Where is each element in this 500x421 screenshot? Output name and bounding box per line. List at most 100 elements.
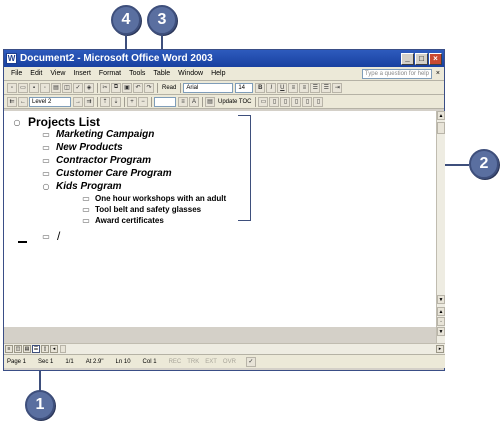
underline-button[interactable]: U (277, 82, 288, 93)
document-area[interactable]: ○ Projects List ▭ Marketing Campaign ▭ N… (4, 111, 436, 327)
maximize-icon[interactable]: □ (415, 52, 428, 65)
italic-button[interactable]: I (266, 82, 277, 93)
outline-item[interactable]: ○ Projects List (12, 115, 101, 129)
outline-item[interactable]: ○ Kids Program (41, 181, 122, 192)
read-button[interactable]: Read (162, 84, 177, 91)
bullets-icon[interactable]: ☰ (321, 82, 332, 93)
outline-collapse-symbol[interactable]: ▭ (82, 205, 90, 214)
scroll-right-icon[interactable]: ▸ (436, 345, 444, 353)
outline-expand-symbol[interactable]: ○ (13, 117, 21, 127)
previous-page-icon[interactable]: ▲ (437, 307, 445, 316)
scroll-down-icon[interactable]: ▼ (437, 295, 445, 304)
minimize-icon[interactable]: _ (401, 52, 414, 65)
align-center-icon[interactable]: ≡ (299, 82, 310, 93)
help-search-input[interactable]: Type a question for help (361, 68, 432, 79)
promote-icon[interactable]: ← (18, 96, 28, 107)
scroll-left-icon[interactable]: ◂ (50, 345, 58, 353)
open-icon[interactable]: ▭ (18, 82, 28, 93)
outline-collapse-symbol[interactable]: ▭ (42, 143, 50, 152)
move-up-icon[interactable]: ⇡ (100, 96, 110, 107)
undo-icon[interactable]: ↶ (133, 82, 143, 93)
save-icon[interactable]: ▪ (29, 82, 39, 93)
show-level-select[interactable] (154, 96, 176, 107)
permission-icon[interactable]: ◦ (40, 82, 50, 93)
status-ovr[interactable]: OVR (222, 358, 236, 365)
outline-collapse-symbol[interactable]: ▭ (82, 194, 90, 203)
show-formatting-icon[interactable]: A (189, 96, 199, 107)
print-layout-view-icon[interactable]: ▤ (23, 345, 31, 353)
menu-format[interactable]: Format (98, 70, 122, 77)
reading-layout-view-icon[interactable]: ▯ (41, 345, 49, 353)
demote-to-body-text-icon[interactable]: ⇉ (84, 96, 94, 107)
outline-item[interactable]: ▭ Marketing Campaign (41, 129, 154, 140)
promote-to-heading1-icon[interactable]: ⇇ (7, 96, 17, 107)
menu-tools[interactable]: Tools (129, 70, 146, 77)
status-ext[interactable]: EXT (205, 358, 217, 365)
go-to-toc-icon[interactable]: ▭ (258, 96, 269, 107)
outline-item[interactable]: ▭ New Products (41, 142, 122, 153)
menu-file[interactable]: File (11, 70, 23, 77)
indent-icon[interactable]: ⇥ (332, 82, 343, 93)
master-document-view-icon[interactable]: ▯ (269, 96, 280, 107)
show-first-line-only-icon[interactable]: ≡ (178, 96, 188, 107)
print-preview-icon[interactable]: ◫ (62, 82, 72, 93)
copy-icon[interactable]: ⧉ (111, 82, 121, 93)
close-document-icon[interactable]: × (435, 70, 440, 77)
spelling-icon[interactable]: ✓ (73, 82, 83, 93)
outline-item[interactable]: ▭ Contractor Program (41, 155, 151, 166)
outline-collapse-symbol[interactable]: ▭ (42, 156, 50, 165)
scroll-up-icon[interactable]: ▲ (437, 111, 445, 120)
horizontal-scrollbar[interactable]: ≡ ◫ ▤ ☰ ▯ ◂ ▸ (4, 343, 445, 354)
menu-help[interactable]: Help (211, 70, 226, 77)
outline-item[interactable]: ▭ One hour workshops with an adult (81, 194, 226, 203)
outline-item[interactable]: ▭ Customer Care Program (41, 168, 171, 179)
normal-view-icon[interactable]: ≡ (5, 345, 13, 353)
outline-expand-symbol[interactable]: ○ (42, 182, 50, 191)
create-subdocument-icon[interactable]: ▯ (291, 96, 302, 107)
expand-icon[interactable]: + (127, 96, 137, 107)
update-toc-icon[interactable]: ▤ (205, 96, 215, 107)
font-select[interactable]: Arial (183, 82, 234, 93)
update-toc-button[interactable]: Update TOC (218, 98, 252, 105)
outline-level-select[interactable]: Level 2 (29, 96, 71, 107)
outline-view-icon[interactable]: ☰ (32, 345, 40, 353)
cut-icon[interactable]: ✂ (100, 82, 110, 93)
redo-icon[interactable]: ↷ (144, 82, 154, 93)
collapse-icon[interactable]: − (138, 96, 148, 107)
outline-collapse-symbol[interactable]: ▭ (42, 169, 50, 178)
research-icon[interactable]: ◈ (84, 82, 94, 93)
menu-insert[interactable]: Insert (73, 70, 91, 77)
close-icon[interactable]: × (429, 52, 442, 65)
font-size-select[interactable]: 14 (235, 82, 254, 93)
paste-icon[interactable]: ▣ (122, 82, 132, 93)
show-document-icon[interactable]: ▯ (280, 96, 291, 107)
outline-item[interactable]: ▭ / (41, 229, 60, 243)
web-layout-view-icon[interactable]: ◫ (14, 345, 22, 353)
menu-table[interactable]: Table (153, 70, 171, 77)
scroll-thumb[interactable] (437, 122, 445, 134)
menu-view[interactable]: View (50, 70, 66, 77)
print-icon[interactable]: ▤ (51, 82, 61, 93)
menu-window[interactable]: Window (178, 70, 204, 77)
move-down-icon[interactable]: ⇣ (111, 96, 121, 107)
vertical-scrollbar[interactable]: ▲ ▼ ▲ ◦ ▼ (436, 111, 445, 343)
status-rec[interactable]: REC (168, 358, 182, 365)
new-icon[interactable]: ▫ (7, 82, 17, 93)
outline-collapse-symbol[interactable]: ▭ (82, 216, 90, 225)
menu-edit[interactable]: Edit (30, 70, 43, 77)
horizontal-scroll-thumb[interactable] (60, 345, 66, 353)
status-trk[interactable]: TRK (187, 358, 200, 365)
outline-collapse-symbol[interactable]: ▭ (42, 231, 50, 241)
select-browse-object-icon[interactable]: ◦ (437, 317, 445, 326)
numbering-icon[interactable]: ☰ (310, 82, 321, 93)
demote-icon[interactable]: → (73, 96, 83, 107)
outline-collapse-symbol[interactable]: ▭ (42, 130, 50, 139)
outline-item[interactable]: ▭ Tool belt and safety glasses (81, 205, 201, 214)
insert-subdocument-icon[interactable]: ▯ (313, 96, 324, 107)
align-left-icon[interactable]: ≡ (288, 82, 299, 93)
outline-item[interactable]: ▭ Award certificates (81, 216, 164, 225)
remove-subdocument-icon[interactable]: ▯ (302, 96, 313, 107)
bold-button[interactable]: B (255, 82, 266, 93)
next-page-icon[interactable]: ▼ (437, 327, 445, 336)
spelling-status-icon[interactable]: ✓ (245, 356, 256, 367)
